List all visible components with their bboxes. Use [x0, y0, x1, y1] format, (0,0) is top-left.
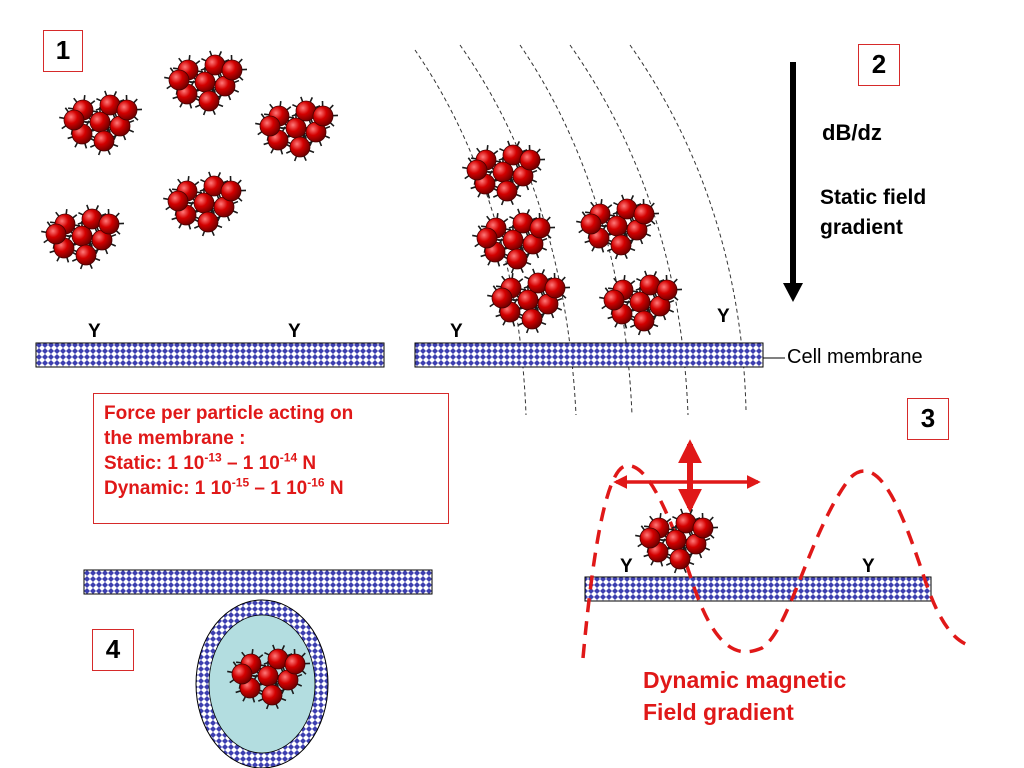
dynamic-gradient-label: Dynamic magnetic Field gradient — [643, 664, 846, 728]
nanoparticle — [231, 663, 253, 685]
nanoparticle — [221, 59, 243, 81]
nanoparticle — [168, 69, 190, 91]
nanoparticle — [669, 548, 691, 570]
nanoparticle — [610, 234, 632, 256]
nanoparticle — [491, 287, 513, 309]
panel-number-2: 2 — [858, 44, 900, 86]
nanoparticle — [284, 653, 306, 675]
static-force: Static: 1 10-13 – 1 10-14 N — [104, 450, 317, 474]
nanoparticle-cluster — [576, 194, 660, 260]
nanoparticle-cluster — [599, 270, 683, 336]
nanoparticle — [71, 225, 93, 247]
nanoparticle — [502, 229, 524, 251]
nanoparticle — [639, 527, 661, 549]
nanoparticle — [665, 529, 687, 551]
nanoparticle — [89, 111, 111, 133]
receptor-label: Y — [450, 321, 463, 342]
nanoparticle — [476, 227, 498, 249]
nanoparticle-cluster — [255, 96, 339, 162]
dynamic-wave — [581, 464, 969, 659]
membrane-panel1 — [35, 342, 385, 368]
nanoparticle — [606, 215, 628, 237]
nanoparticle-cluster — [227, 644, 311, 710]
gradient-symbol: dB/dz — [822, 120, 882, 145]
nanoparticle — [194, 71, 216, 93]
nanoparticle — [93, 130, 115, 152]
nanoparticle — [198, 90, 220, 112]
nanoparticle-cluster — [163, 171, 247, 237]
nanoparticle — [629, 291, 651, 313]
nanoparticle — [98, 213, 120, 235]
nanoparticle — [257, 665, 279, 687]
receptor-label: Y — [288, 321, 301, 342]
nanoparticle-cluster — [59, 90, 143, 156]
nanoparticle — [63, 109, 85, 131]
nanoparticle — [220, 180, 242, 202]
panel-number-1: 1 — [43, 30, 83, 72]
nanoparticle — [193, 192, 215, 214]
nanoparticle — [197, 211, 219, 233]
nanoparticle-cluster — [41, 204, 125, 270]
nanoparticle — [521, 308, 543, 330]
gradient-arrow — [783, 62, 803, 302]
nanoparticle — [517, 289, 539, 311]
nanoparticle-cluster — [164, 50, 248, 116]
field-line — [519, 44, 633, 416]
static-gradient-label-line1: Static field — [820, 186, 927, 209]
static-gradient-label-line2: gradient — [820, 216, 903, 239]
nanoparticle — [633, 310, 655, 332]
panel-number-4: 4 — [92, 629, 134, 671]
nanoparticle — [289, 136, 311, 158]
dynamic-label-line2: Field gradient — [643, 699, 794, 725]
nanoparticle-cluster — [462, 140, 546, 206]
nanoparticle — [45, 223, 67, 245]
nanoparticle — [259, 115, 281, 137]
force-box-line1: Force per particle acting on — [104, 403, 354, 424]
nanoparticle — [466, 159, 488, 181]
field-line — [629, 44, 747, 411]
nanoparticle — [529, 217, 551, 239]
membrane-panel3 — [584, 576, 932, 602]
nanoparticle-cluster — [472, 208, 556, 274]
nanoparticle — [312, 105, 334, 127]
nanoparticle-cluster — [487, 268, 571, 334]
receptor-label: Y — [862, 556, 875, 577]
membrane-panel2 — [414, 342, 764, 368]
nanoparticle — [656, 279, 678, 301]
nanoparticle — [633, 203, 655, 225]
dynamic-force: Dynamic: 1 10-15 – 1 10-16 N — [104, 475, 344, 499]
receptor-label: Y — [620, 556, 633, 577]
membrane-panel4 — [83, 569, 433, 595]
panel-number-3: 3 — [907, 398, 949, 440]
nanoparticle — [261, 684, 283, 706]
receptor-label: Y — [88, 321, 101, 342]
nanoparticle — [580, 213, 602, 235]
nanoparticle — [692, 517, 714, 539]
nanoparticle-clusters — [41, 50, 719, 710]
nanoparticle — [519, 149, 541, 171]
receptor-label: Y — [717, 306, 730, 327]
nanoparticle — [285, 117, 307, 139]
force-box-line2: the membrane : — [104, 428, 246, 449]
nanoparticle — [492, 161, 514, 183]
nanoparticle — [75, 244, 97, 266]
nanoparticle — [496, 180, 518, 202]
dynamic-label-line1: Dynamic magnetic — [643, 667, 847, 693]
nanoparticle — [603, 289, 625, 311]
nanoparticle — [167, 190, 189, 212]
nanoparticle — [544, 277, 566, 299]
nanoparticle — [506, 248, 528, 270]
nanoparticle — [116, 99, 138, 121]
nanoparticle-cluster — [635, 508, 719, 574]
cell-membrane-label: Cell membrane — [787, 346, 923, 368]
force-info-box: Force per particle acting on the membran… — [93, 393, 449, 524]
